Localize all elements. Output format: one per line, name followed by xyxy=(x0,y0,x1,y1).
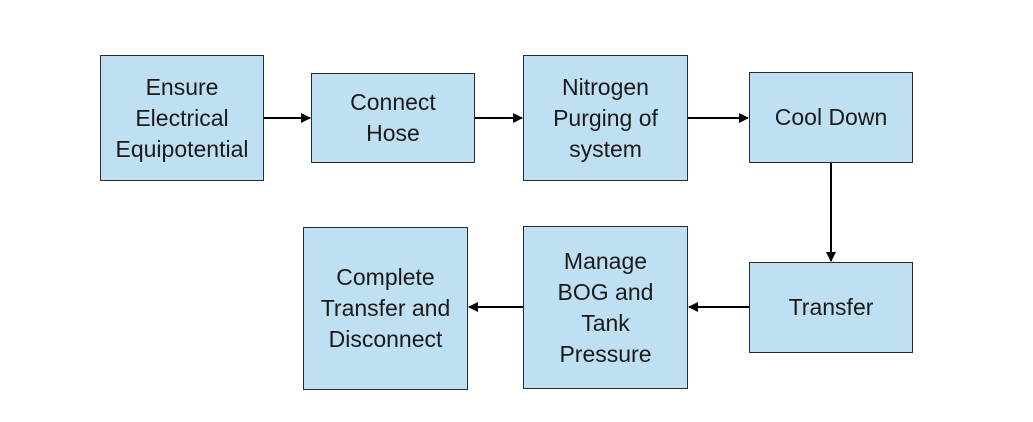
step-connect-hose: Connect Hose xyxy=(311,73,475,163)
step-ensure-electrical-equipotential: Ensure Electrical Equipotential xyxy=(100,55,264,181)
step-manage-bog-and-tank-pressure: Manage BOG and Tank Pressure xyxy=(523,226,688,389)
step-cool-down: Cool Down xyxy=(749,72,913,163)
step-transfer: Transfer xyxy=(749,262,913,353)
step-complete-transfer-and-disconnect: Complete Transfer and Disconnect xyxy=(303,227,468,390)
step-nitrogen-purging: Nitrogen Purging of system xyxy=(523,55,688,181)
